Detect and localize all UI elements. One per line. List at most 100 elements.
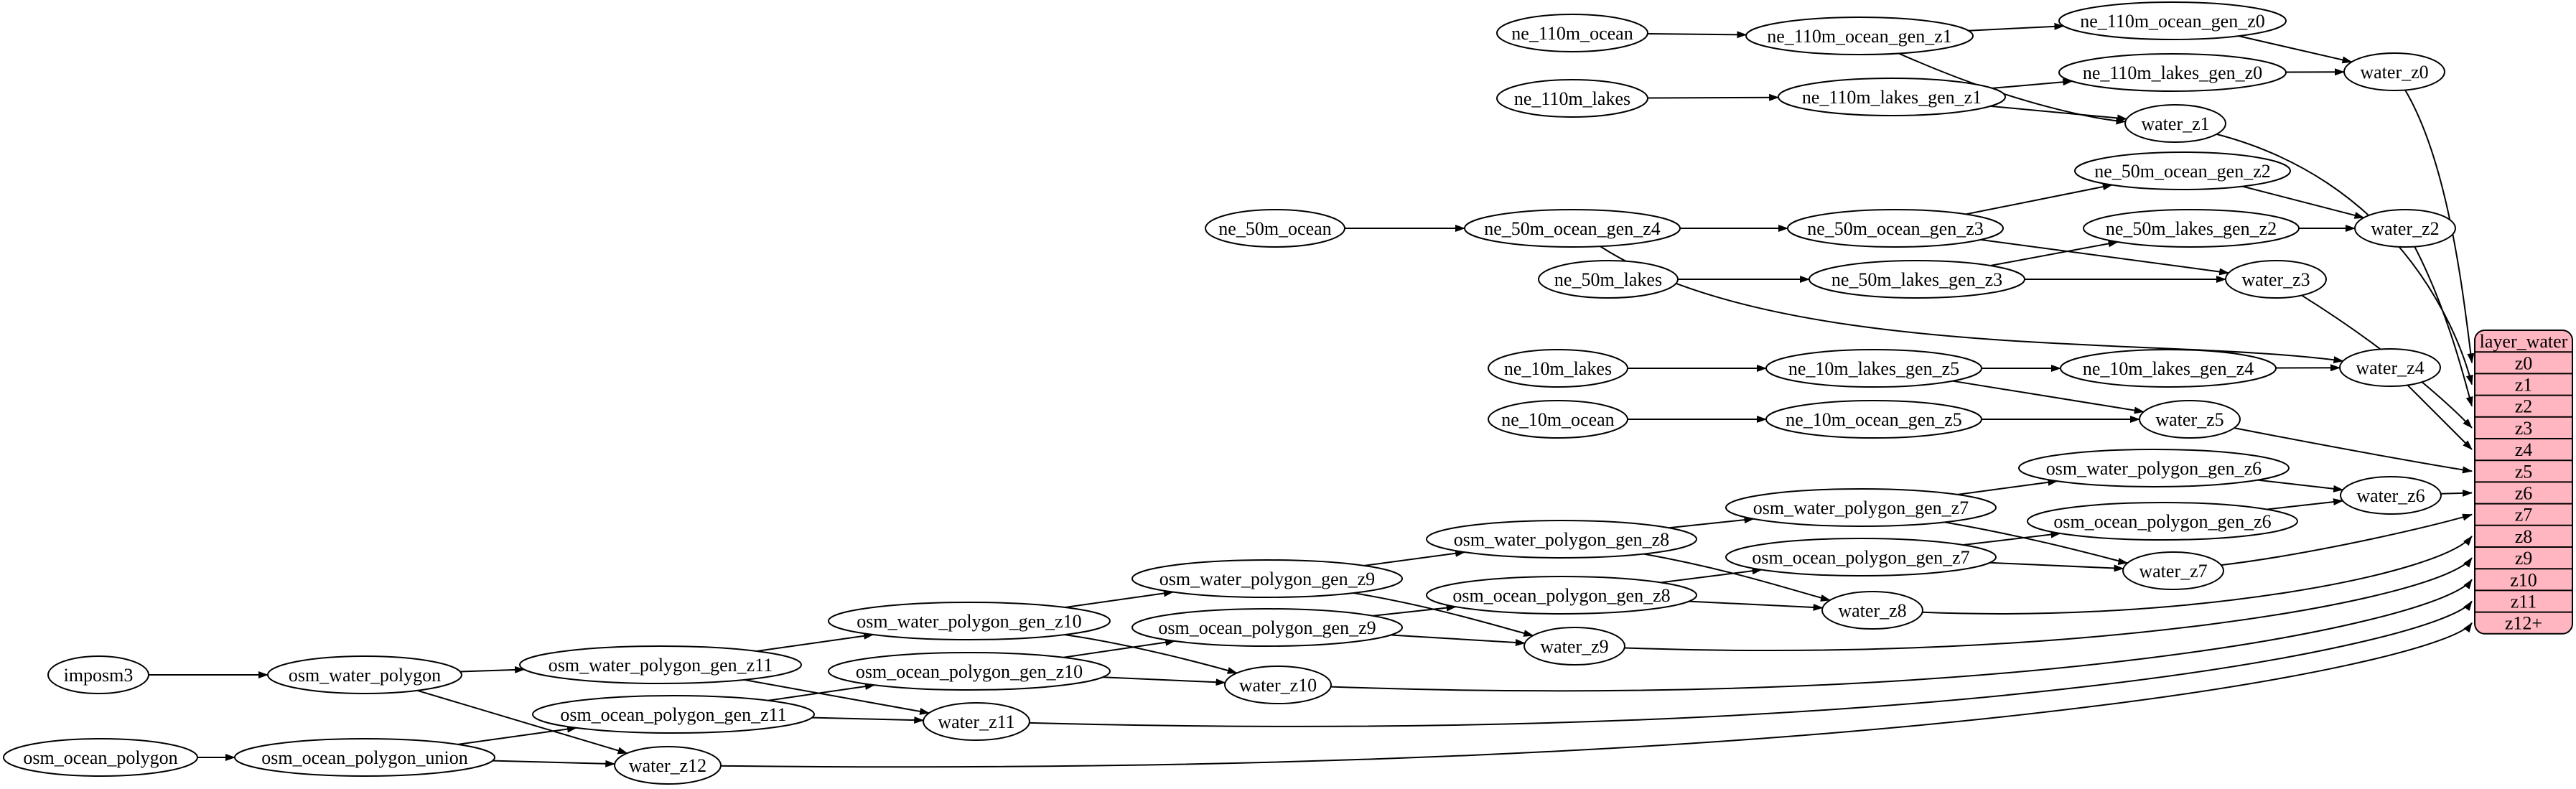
node-label-ne_10m_lakes: ne_10m_lakes (1504, 358, 1612, 379)
node-label-ne_50m_ocean_gen_z4: ne_50m_ocean_gen_z4 (1484, 218, 1660, 239)
node-label-water_z6: water_z6 (2356, 485, 2425, 506)
node-water_z7: water_z7 (2122, 551, 2224, 590)
edge-water_z4-to-z4 (2407, 384, 2473, 450)
edge-osm_water_polygon_gen_z10-to-water_z10 (1064, 634, 1238, 674)
edge-ne_110m_ocean_gen_z1-to-water_z1 (1898, 52, 2127, 125)
node-label-ne_110m_lakes: ne_110m_lakes (1514, 88, 1630, 109)
node-label-ne_110m_ocean: ne_110m_ocean (1511, 23, 1633, 44)
edge-ne_50m_ocean_gen_z4-to-water_z4 (1600, 246, 2344, 364)
edge-water_z12-to-z12+ (720, 622, 2473, 768)
node-label-osm_water_polygon_gen_z10: osm_water_polygon_gen_z10 (857, 611, 1081, 632)
node-ellipse-water_z9 (1523, 627, 1625, 666)
node-ellipse-ne_50m_lakes_gen_z3 (1809, 260, 2025, 299)
edge-water_z1-to-z1 (2216, 133, 2473, 386)
node-water_z5: water_z5 (2139, 400, 2241, 439)
node-water_z1: water_z1 (2124, 104, 2226, 143)
node-ne_110m_ocean: ne_110m_ocean (1496, 14, 1648, 52)
node-ne_50m_ocean_gen_z2: ne_50m_ocean_gen_z2 (2074, 151, 2291, 190)
node-ellipse-ne_10m_lakes_gen_z5 (1765, 349, 1982, 388)
edge-ne_110m_ocean_gen_z0-to-water_z0 (2238, 35, 2353, 64)
node-ellipse-osm_ocean_polygon_gen_z9 (1131, 608, 1403, 647)
node-label-osm_ocean_polygon_gen_z6: osm_ocean_polygon_gen_z6 (2053, 511, 2271, 532)
node-label-ne_50m_ocean: ne_50m_ocean (1218, 218, 1331, 239)
node-label-water_z3: water_z3 (2241, 269, 2310, 290)
node-label-ne_110m_lakes_gen_z1: ne_110m_lakes_gen_z1 (1802, 87, 1982, 108)
node-ellipse-water_z3 (2225, 260, 2327, 299)
node-label-osm_ocean_polygon_union: osm_ocean_polygon_union (261, 747, 467, 768)
node-label-osm_water_polygon_gen_z11: osm_water_polygon_gen_z11 (549, 655, 773, 676)
edge-osm_ocean_polygon_gen_z8-to-water_z8 (1689, 600, 1824, 611)
node-ellipse-ne_110m_lakes_gen_z1 (1778, 78, 2006, 116)
node-label-ne_110m_ocean_gen_z1: ne_110m_ocean_gen_z1 (1767, 26, 1952, 47)
node-ellipse-water_z8 (1821, 591, 1923, 630)
node-ellipse-ne_110m_ocean_gen_z0 (2058, 1, 2287, 40)
node-ellipse-osm_water_polygon (267, 655, 462, 694)
node-ellipse-ne_110m_lakes (1496, 79, 1648, 118)
node-ne_50m_ocean_gen_z4: ne_50m_ocean_gen_z4 (1464, 209, 1681, 248)
edge-water_z2-to-z2 (2414, 246, 2473, 407)
node-label-osm_water_polygon: osm_water_polygon (289, 665, 441, 686)
node-osm_water_polygon: osm_water_polygon (267, 655, 462, 694)
table-row-z12+: z12+ (2505, 613, 2542, 634)
edge-osm_water_polygon_gen_z10-to-osm_water_polygon_gen_z9 (1065, 589, 1174, 608)
table-row-z4: z4 (2515, 439, 2533, 460)
node-ne_50m_ocean: ne_50m_ocean (1205, 209, 1345, 248)
node-label-water_z11: water_z11 (938, 711, 1014, 732)
node-ellipse-ne_50m_lakes_gen_z2 (2083, 209, 2300, 248)
node-ellipse-osm_ocean_polygon_gen_z7 (1725, 538, 1997, 576)
node-water_z12: water_z12 (614, 746, 722, 785)
node-osm_ocean_polygon_gen_z6: osm_ocean_polygon_gen_z6 (2027, 502, 2298, 541)
edge-osm_ocean_polygon_union-to-water_z12 (493, 760, 616, 767)
node-ellipse-water_z5 (2139, 400, 2241, 439)
node-ellipse-water_z1 (2124, 104, 2226, 143)
node-label-water_z4: water_z4 (2356, 358, 2424, 378)
node-ne_110m_lakes_gen_z1: ne_110m_lakes_gen_z1 (1778, 78, 2006, 116)
node-osm_water_polygon_gen_z9: osm_water_polygon_gen_z9 (1131, 559, 1403, 598)
edge-osm_water_polygon_gen_z7-to-osm_water_polygon_gen_z6 (1957, 478, 2058, 495)
node-label-water_z1: water_z1 (2141, 113, 2209, 134)
node-ne_10m_ocean_gen_z5: ne_10m_ocean_gen_z5 (1765, 400, 1982, 439)
table-row-z2: z2 (2515, 396, 2533, 417)
edge-osm_water_polygon_gen_z6-to-water_z6 (2257, 479, 2344, 492)
node-ellipse-osm_ocean_polygon (3, 738, 198, 777)
node-ne_50m_lakes_gen_z2: ne_50m_lakes_gen_z2 (2083, 209, 2300, 248)
edge-water_z6-to-z6 (2440, 489, 2473, 497)
node-water_z3: water_z3 (2225, 260, 2327, 299)
edge-water_z9-to-z9 (1624, 557, 2473, 652)
edge-osm_ocean_polygon_gen_z9-to-water_z9 (1391, 634, 1526, 647)
node-label-osm_water_polygon_gen_z9: osm_water_polygon_gen_z9 (1159, 569, 1375, 589)
node-ellipse-ne_110m_ocean (1496, 14, 1648, 52)
node-ellipse-osm_water_polygon_gen_z9 (1131, 559, 1403, 598)
edge-water_z8-to-z8 (1922, 536, 2473, 615)
node-ne_10m_lakes_gen_z4: ne_10m_lakes_gen_z4 (2060, 349, 2277, 388)
node-label-water_z8: water_z8 (1838, 600, 1906, 621)
node-ellipse-water_z6 (2340, 476, 2442, 515)
node-osm_water_polygon_gen_z11: osm_water_polygon_gen_z11 (519, 645, 802, 684)
edge-osm_water_polygon-to-water_z12 (416, 689, 628, 755)
edge-ne_50m_ocean_gen_z2-to-water_z2 (2242, 185, 2365, 219)
node-ellipse-ne_10m_lakes_gen_z4 (2060, 349, 2277, 388)
node-label-osm_water_polygon_gen_z8: osm_water_polygon_gen_z8 (1454, 529, 1669, 550)
node-ne_110m_ocean_gen_z0: ne_110m_ocean_gen_z0 (2058, 1, 2287, 40)
edge-osm_ocean_polygon_gen_z9-to-osm_ocean_polygon_gen_z8 (1373, 604, 1457, 617)
table-row-z6: z6 (2515, 483, 2533, 504)
edge-osm_ocean_polygon_gen_z7-to-water_z7 (1989, 561, 2124, 572)
node-ne_110m_ocean_gen_z1: ne_110m_ocean_gen_z1 (1745, 17, 1974, 55)
table-row-z8: z8 (2515, 526, 2533, 547)
node-label-osm_ocean_polygon: osm_ocean_polygon (23, 747, 177, 768)
node-label-osm_ocean_polygon_gen_z11: osm_ocean_polygon_gen_z11 (560, 704, 786, 725)
node-water_z11: water_z11 (923, 702, 1030, 741)
edge-osm_water_polygon_gen_z9-to-osm_water_polygon_gen_z8 (1363, 549, 1466, 566)
node-label-ne_50m_lakes_gen_z3: ne_50m_lakes_gen_z3 (1831, 269, 2002, 290)
node-ellipse-water_z10 (1224, 666, 1332, 704)
node-osm_ocean_polygon_gen_z7: osm_ocean_polygon_gen_z7 (1725, 538, 1997, 576)
node-osm_water_polygon_gen_z6: osm_water_polygon_gen_z6 (2018, 449, 2290, 487)
node-ellipse-osm_water_polygon_gen_z10 (828, 602, 1111, 640)
node-ellipse-water_z12 (614, 746, 722, 785)
node-ellipse-ne_110m_ocean_gen_z1 (1745, 17, 1974, 55)
node-ne_10m_ocean: ne_10m_ocean (1488, 400, 1628, 439)
node-label-ne_110m_lakes_gen_z0: ne_110m_lakes_gen_z0 (2083, 62, 2262, 83)
node-ellipse-ne_50m_ocean (1205, 209, 1345, 248)
